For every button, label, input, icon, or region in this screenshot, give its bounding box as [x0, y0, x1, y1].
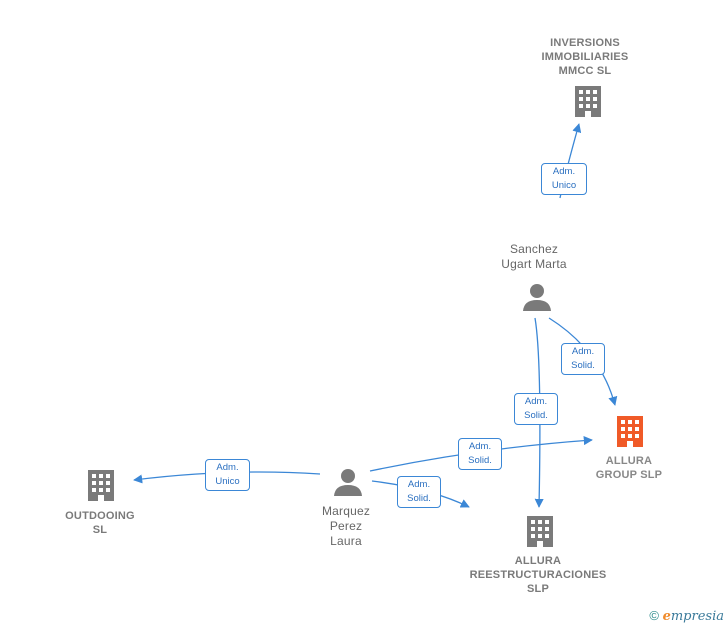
copyright-symbol: ©: [649, 608, 659, 623]
label-line: Laura: [330, 534, 362, 548]
brand-initial: e: [662, 609, 671, 624]
edge-label-line: Unico: [551, 180, 577, 191]
edge-label-line: Solid.: [468, 455, 492, 466]
node-label-allura-reest[interactable]: ALLURA REESTRUCTURACIONES SLP: [460, 554, 616, 596]
label-line: SLP: [527, 583, 549, 595]
edge-sanchez-allura-reest: [534, 317, 544, 508]
edge-label-line: Adm.: [468, 441, 492, 452]
edge-label-sanchez-allura-group: Adm. Solid.: [561, 343, 605, 375]
footer-brand[interactable]: © empresia: [649, 608, 724, 624]
edge-label-line: Adm.: [216, 462, 239, 473]
label-line: MMCC SL: [558, 65, 612, 77]
person-icon[interactable]: [521, 282, 553, 317]
edge-label-marquez-allura-group: Adm. Solid.: [458, 438, 502, 470]
edge-label-marquez-outdooing: Adm. Unico: [205, 459, 250, 491]
building-icon[interactable]: [85, 468, 117, 507]
label-line: ALLURA: [514, 555, 562, 567]
edge-label-line: Adm.: [524, 396, 548, 407]
brand-logo: empresia: [663, 609, 724, 624]
edge-label-line: Solid.: [407, 493, 431, 504]
brand-rest: mpresia: [670, 609, 724, 624]
edge-label-line: Unico: [215, 476, 240, 487]
edge-label-line: Solid.: [524, 410, 548, 421]
label-line: OUTDOOING: [65, 510, 135, 522]
label-line: Marquez: [321, 504, 371, 518]
label-line: REESTRUCTURACIONES: [469, 569, 607, 581]
edge-label-marquez-allura-reest: Adm. Solid.: [397, 476, 441, 508]
building-icon[interactable]: [572, 84, 604, 123]
edge-label-line: Solid.: [571, 360, 595, 371]
node-label-sanchez[interactable]: Sanchez Ugart Marta: [484, 242, 584, 272]
building-icon[interactable]: [614, 414, 646, 453]
label-line: IMMOBILIARIES: [541, 51, 629, 63]
label-line: ALLURA: [605, 455, 653, 467]
label-line: INVERSIONS: [550, 37, 620, 49]
label-line: Ugart Marta: [501, 257, 567, 271]
edge-label-sanchez-allura-reest: Adm. Solid.: [514, 393, 558, 425]
node-label-outdooing[interactable]: OUTDOOING SL: [50, 509, 150, 537]
node-label-marquez[interactable]: Marquez Perez Laura: [306, 504, 386, 549]
node-label-allura-group[interactable]: ALLURA GROUP SLP: [572, 454, 686, 482]
label-line: SL: [92, 524, 108, 536]
building-icon[interactable]: [524, 514, 556, 553]
person-icon[interactable]: [332, 467, 364, 502]
edge-label-sanchez-inversions: Adm. Unico: [541, 163, 587, 195]
node-label-inversions[interactable]: INVERSIONS IMMOBILIARIES MMCC SL: [518, 36, 652, 78]
edge-label-line: Adm.: [552, 166, 576, 177]
edge-label-line: Adm.: [407, 479, 431, 490]
edge-label-line: Adm.: [571, 346, 595, 357]
label-line: GROUP SLP: [595, 469, 663, 481]
label-line: Sanchez: [509, 242, 559, 256]
label-line: Perez: [329, 519, 363, 533]
